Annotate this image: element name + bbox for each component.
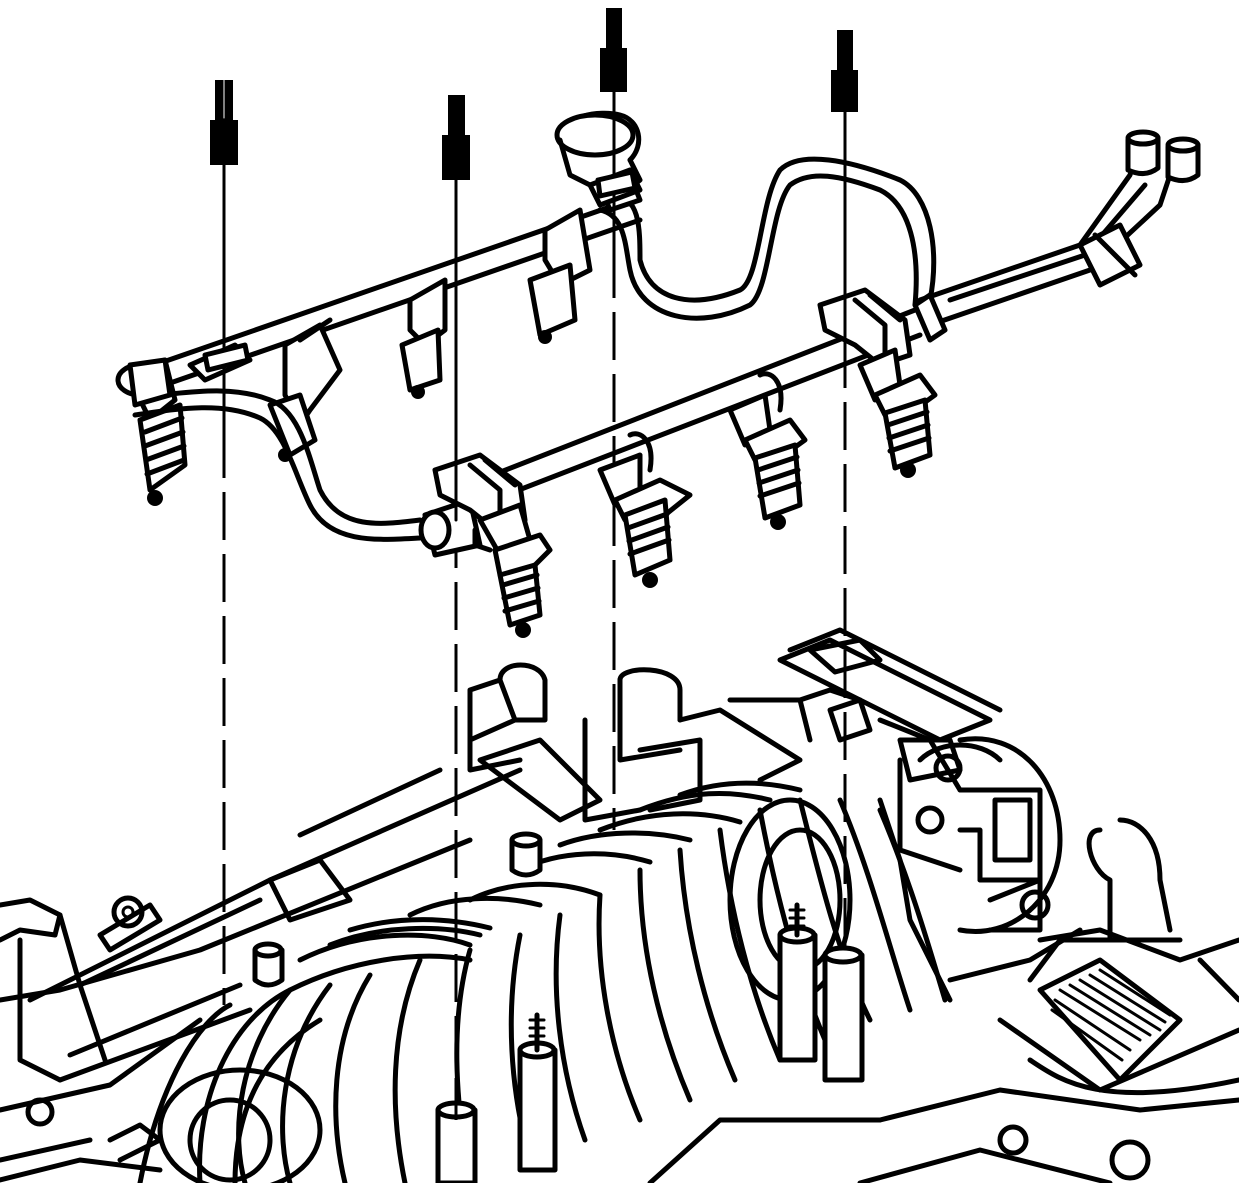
fuel-feed-lines [597,129,1201,343]
fuel-rail-bolts [202,8,858,522]
bolt-4 [831,30,858,342]
bolt-1 [210,79,238,432]
bolt-3 [600,8,627,252]
bolt-2 [442,95,470,522]
rear-injector-2 [399,277,448,399]
front-injector-2 [597,431,693,588]
fuel-rail-front [418,287,938,638]
intake-manifold [0,627,1239,1183]
alignment-guides [222,250,847,1120]
front-injector-3 [727,371,808,530]
rear-injector-3 [527,207,593,344]
front-injector-4 [857,347,938,478]
front-injector-1 [472,502,553,638]
fuel-rail-rear [115,110,643,542]
